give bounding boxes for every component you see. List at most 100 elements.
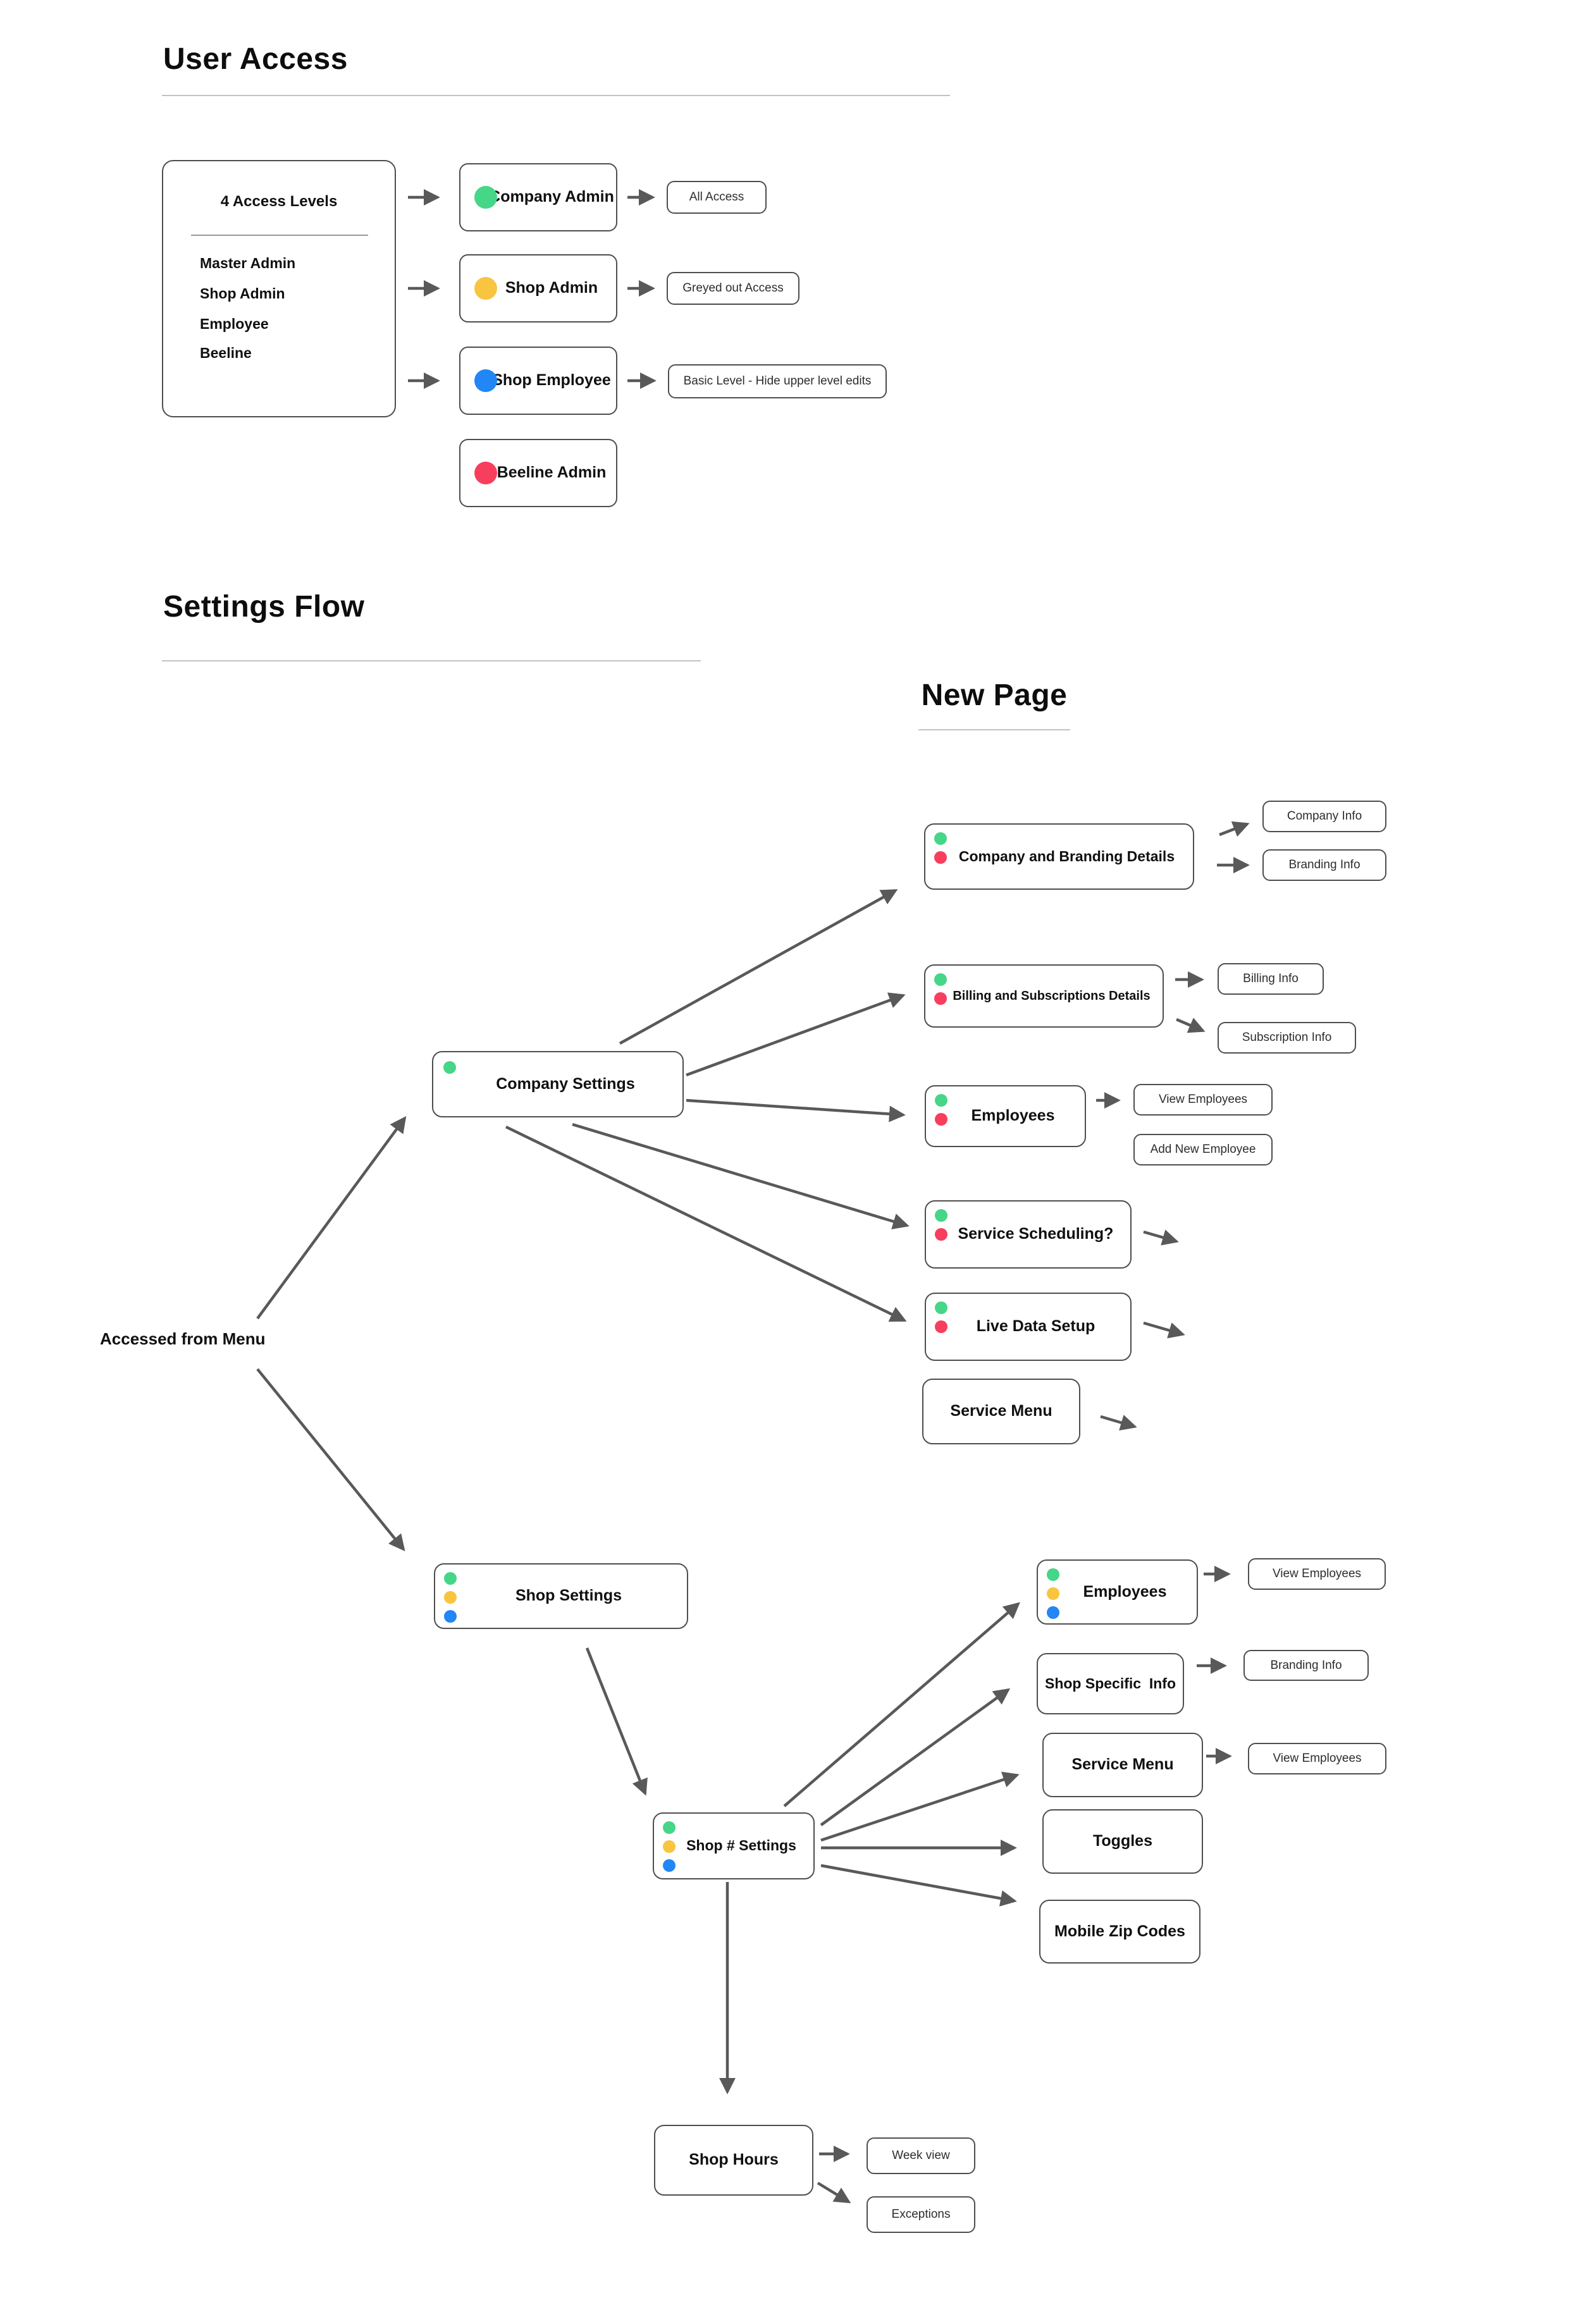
yellow-dot	[444, 1591, 457, 1604]
note-label: View Employees	[1272, 1567, 1362, 1580]
access-levels-heading: 4 Access Levels	[220, 193, 338, 210]
note-label: Billing Info	[1243, 972, 1299, 985]
section-divider	[162, 660, 701, 661]
access-levels-panel[interactable]: 4 Access Levels Master Admin Shop Admin …	[162, 160, 396, 417]
node-label: Billing and Subscriptions Details	[953, 989, 1151, 1003]
node-label: Toggles	[1093, 1832, 1152, 1850]
node-billing-and-subscriptions-details[interactable]: Billing and Subscriptions Details	[924, 964, 1164, 1028]
access-level-item: Employee	[200, 316, 269, 332]
node-company-settings[interactable]: Company Settings	[432, 1051, 684, 1117]
note-exceptions[interactable]: Exceptions	[867, 2196, 975, 2233]
node-label: Employees	[971, 1107, 1055, 1125]
access-level-item: Master Admin	[200, 255, 296, 271]
arrow-branding-to-company-info	[1219, 821, 1250, 837]
node-label: Beeline Admin	[497, 464, 607, 482]
note-label: Company Info	[1287, 809, 1362, 823]
yellow-dot	[663, 1840, 676, 1853]
note-add-new-employee[interactable]: Add New Employee	[1133, 1134, 1273, 1165]
node-label: Mobile Zip Codes	[1054, 1922, 1185, 1940]
node-company-admin[interactable]: Company Admin	[459, 163, 617, 231]
node-employees[interactable]: Employees	[925, 1085, 1086, 1147]
arrow-shop-number-to-shop-specific	[820, 1688, 1011, 1826]
red-dot	[934, 851, 947, 864]
green-dot	[443, 1061, 456, 1074]
note-shop-view-employees[interactable]: View Employees	[1248, 1558, 1386, 1590]
yellow-dot	[1047, 1587, 1059, 1600]
note-shop-service-view-employees[interactable]: View Employees	[1248, 1743, 1386, 1774]
green-dot	[663, 1821, 676, 1834]
arrow-shop-hours-to-exceptions	[817, 2182, 851, 2204]
arrow-live-data-out	[1143, 1321, 1185, 1339]
note-billing-info[interactable]: Billing Info	[1218, 963, 1324, 995]
access-level-item: Beeline	[200, 345, 252, 361]
arrow-shop-number-to-service-menu	[820, 1771, 1020, 1842]
note-label: Branding Info	[1288, 858, 1361, 871]
note-view-employees[interactable]: View Employees	[1133, 1084, 1273, 1116]
node-label: Service Menu	[950, 1402, 1052, 1420]
arrow-shop-number-to-mobile-zip	[820, 1864, 1017, 1907]
node-shop-admin[interactable]: Shop Admin	[459, 254, 617, 323]
note-all-access[interactable]: All Access	[667, 181, 767, 214]
node-toggles[interactable]: Toggles	[1042, 1809, 1203, 1874]
arrow-company-settings-to-live-data	[505, 1125, 907, 1322]
note-shop-branding-info[interactable]: Branding Info	[1243, 1650, 1369, 1681]
blue-dot	[663, 1859, 676, 1872]
node-label: Shop Admin	[505, 279, 598, 297]
node-company-and-branding-details[interactable]: Company and Branding Details	[924, 823, 1194, 890]
green-dot	[1047, 1568, 1059, 1581]
arrow-company-settings-to-billing	[686, 992, 906, 1077]
node-service-scheduling[interactable]: Service Scheduling?	[925, 1200, 1132, 1269]
node-shop-settings[interactable]: Shop Settings	[434, 1563, 688, 1629]
arrow-menu-to-shop-settings	[256, 1368, 405, 1552]
access-level-item: Shop Admin	[200, 285, 285, 302]
arrow-service-menu-out	[1100, 1415, 1137, 1431]
arrow-menu-to-company-settings	[256, 1116, 407, 1320]
arrow-shop-settings-to-shop-number-settings	[585, 1647, 648, 1796]
new-page-divider	[918, 729, 1070, 730]
yellow-dot	[474, 277, 497, 300]
node-label: Live Data Setup	[976, 1317, 1095, 1336]
green-dot	[934, 973, 947, 986]
arrow-company-settings-to-service-scheduling	[572, 1122, 910, 1230]
note-label: Subscription Info	[1242, 1031, 1332, 1044]
note-label: Branding Info	[1270, 1658, 1342, 1672]
node-shop-number-settings[interactable]: Shop # Settings	[653, 1812, 815, 1879]
note-label: Add New Employee	[1150, 1143, 1256, 1156]
note-greyed-out-access[interactable]: Greyed out Access	[667, 272, 799, 305]
note-week-view[interactable]: Week view	[867, 2137, 975, 2174]
node-shop-service-menu[interactable]: Service Menu	[1042, 1733, 1203, 1797]
node-beeline-admin[interactable]: Beeline Admin	[459, 439, 617, 507]
panel-divider	[191, 235, 368, 236]
node-label: Shop # Settings	[686, 1837, 796, 1854]
section-divider	[162, 95, 950, 96]
note-subscription-info[interactable]: Subscription Info	[1218, 1022, 1356, 1054]
note-basic-level[interactable]: Basic Level - Hide upper level edits	[668, 364, 887, 398]
red-dot	[935, 1320, 947, 1333]
red-dot	[935, 1113, 947, 1126]
note-label: Week view	[892, 2149, 950, 2162]
node-label: Company and Branding Details	[958, 847, 1175, 864]
note-label: View Employees	[1273, 1752, 1362, 1765]
node-shop-employee[interactable]: Shop Employee	[459, 347, 617, 415]
node-shop-employees[interactable]: Employees	[1037, 1559, 1198, 1625]
note-label: Basic Level - Hide upper level edits	[683, 374, 872, 388]
red-dot	[474, 462, 497, 484]
node-label: Shop Specific Info	[1044, 1675, 1176, 1692]
note-label: Exceptions	[891, 2208, 951, 2221]
green-dot	[935, 1094, 947, 1107]
heading-new-page: New Page	[921, 679, 1068, 712]
node-live-data-setup[interactable]: Live Data Setup	[925, 1293, 1132, 1361]
note-company-info[interactable]: Company Info	[1262, 801, 1386, 832]
node-service-menu[interactable]: Service Menu	[922, 1379, 1080, 1444]
section-title-settings-flow: Settings Flow	[163, 590, 365, 624]
arrow-company-settings-to-company-branding	[619, 889, 898, 1045]
node-shop-specific-info[interactable]: Shop Specific Info	[1037, 1653, 1184, 1714]
node-shop-hours[interactable]: Shop Hours	[654, 2125, 813, 2196]
label-accessed-from-menu[interactable]: Accessed from Menu	[100, 1329, 266, 1348]
arrow-billing-to-subscription-info	[1176, 1018, 1206, 1033]
node-label: Company Admin	[489, 188, 614, 206]
node-mobile-zip-codes[interactable]: Mobile Zip Codes	[1039, 1900, 1200, 1964]
note-branding-info[interactable]: Branding Info	[1262, 849, 1386, 881]
blue-dot	[444, 1610, 457, 1623]
